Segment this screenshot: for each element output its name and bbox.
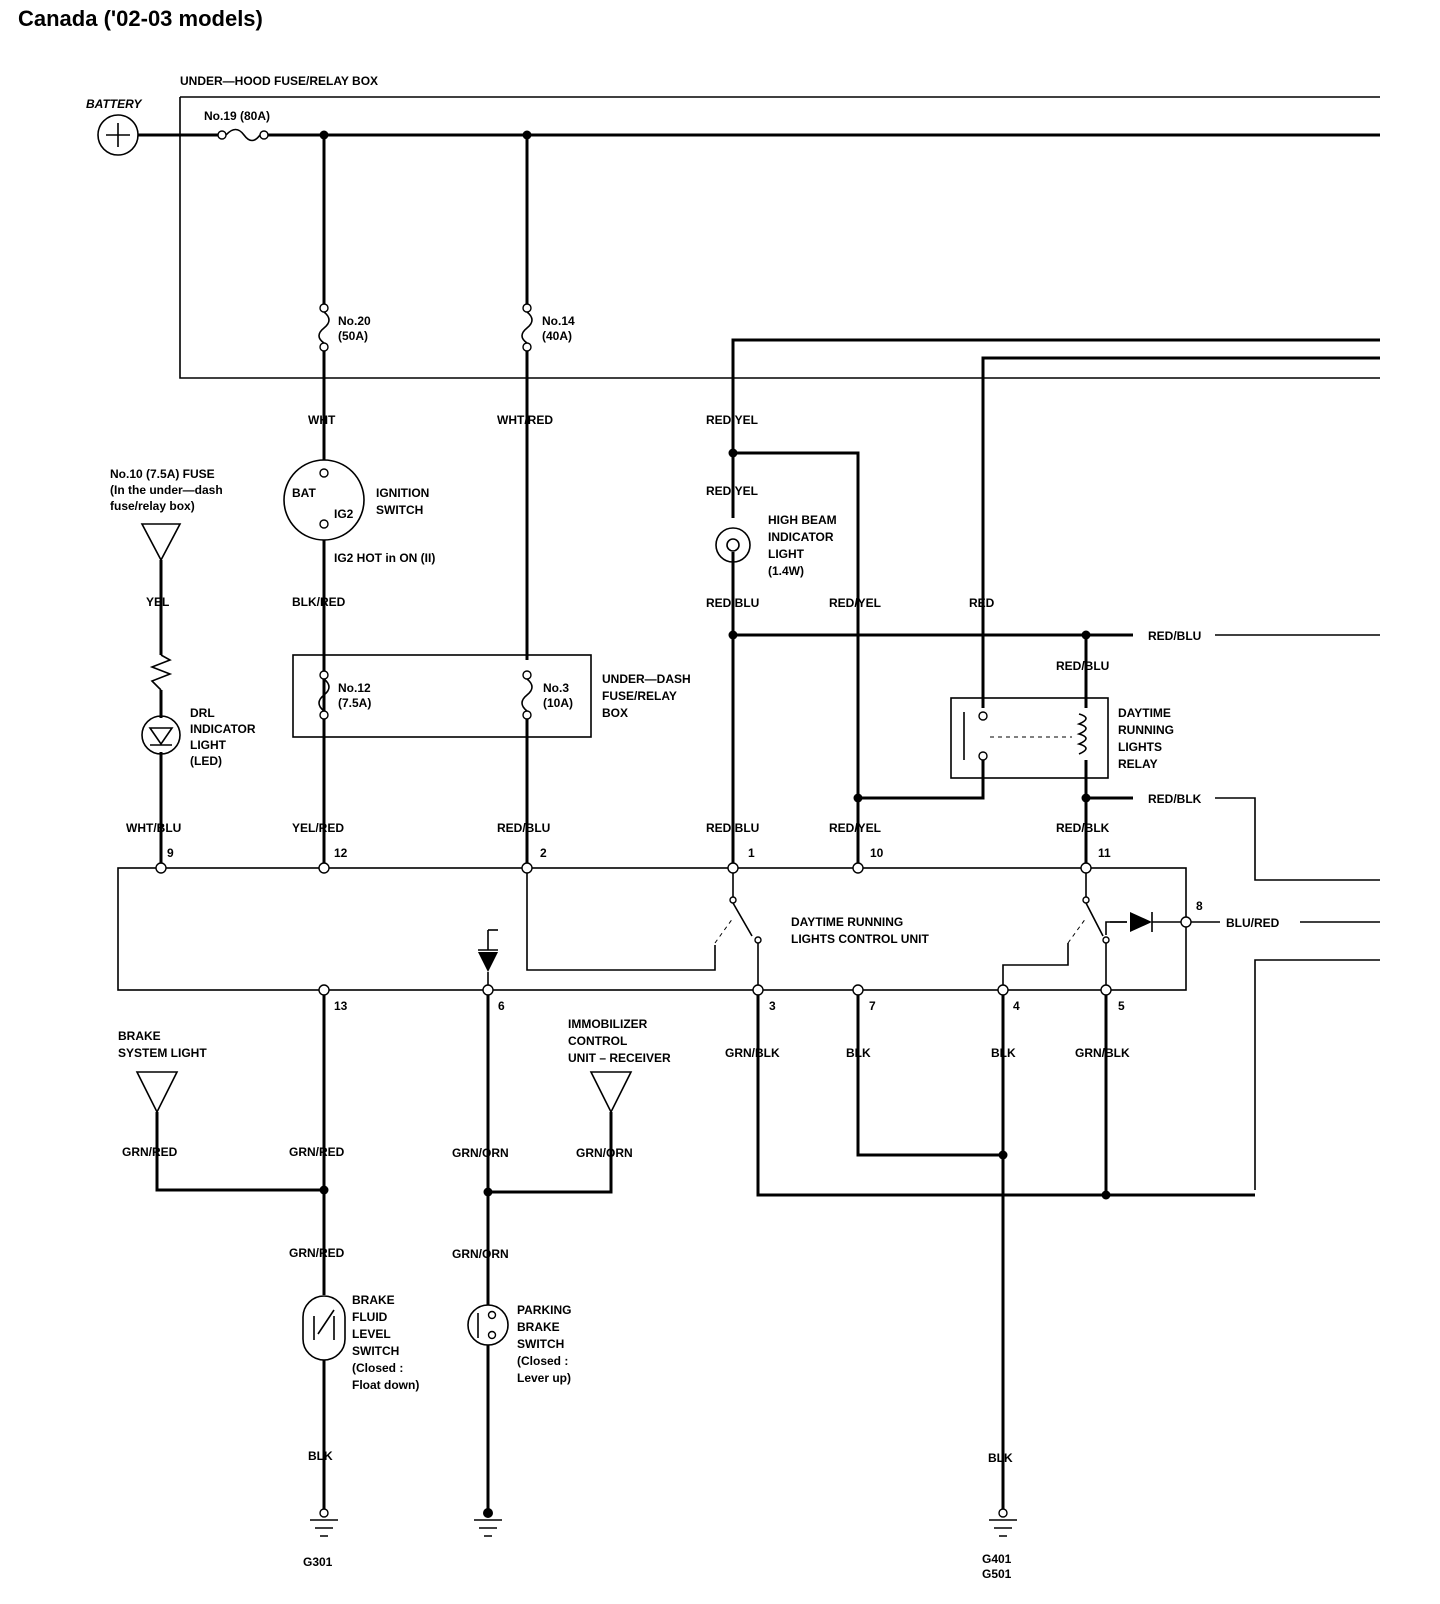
- battery-symbol: [97, 114, 139, 156]
- under-hood-fuse-box: [179, 96, 1380, 379]
- wire-red-blu-relay: RED/BLU: [1056, 659, 1109, 673]
- fuse-14-label: No.14(40A): [542, 314, 575, 343]
- ground-parking-brake: [474, 1519, 502, 1537]
- wire-grn-orn-3: GRN/ORN: [452, 1247, 509, 1261]
- wire-red-blk: RED/BLK: [1056, 821, 1110, 835]
- wire-red-yel-2: RED/YEL: [706, 484, 758, 498]
- wire-red-blu-3: RED/BLU: [706, 821, 759, 835]
- ignition-bat-label: BAT: [292, 486, 316, 500]
- g301-label: G301: [303, 1555, 333, 1569]
- pin-1: 1: [748, 846, 755, 860]
- wire-blk-1: BLK: [846, 1046, 871, 1060]
- ig2-hot-label: IG2 HOT in ON (II): [334, 551, 435, 565]
- wire-red-yel-3: RED/YEL: [829, 596, 881, 610]
- wire-red-blu-2: RED/BLU: [497, 821, 550, 835]
- wire-red-blu-1: RED/BLU: [706, 596, 759, 610]
- battery-label: BATTERY: [86, 97, 143, 111]
- brake-light-connector: [135, 1071, 179, 1114]
- pin-5: 5: [1118, 999, 1125, 1013]
- high-beam-indicator: [715, 527, 751, 563]
- ground-g401: [989, 1508, 1017, 1537]
- under-dash-fuse-box: [292, 654, 592, 738]
- g501-label: G501: [982, 1567, 1012, 1581]
- pin-3: 3: [769, 999, 776, 1013]
- fuse-12: [318, 670, 330, 720]
- wire-blk-red: BLK/RED: [292, 595, 346, 609]
- wire-grn-orn-2: GRN/ORN: [576, 1146, 633, 1160]
- pin-8: 8: [1196, 899, 1203, 913]
- fuse-20: [318, 303, 330, 352]
- wire-wht-blu: WHT/BLU: [126, 821, 181, 835]
- wire-wht-red: WHT/RED: [497, 413, 553, 427]
- drl-control-unit: [117, 867, 1187, 991]
- pin-10: 10: [870, 846, 884, 860]
- wire-yel: YEL: [146, 595, 169, 609]
- g401-label: G401: [982, 1552, 1012, 1566]
- wire-red-blu-bus: RED/BLU: [1148, 629, 1201, 643]
- parking-brake-switch: [467, 1304, 509, 1346]
- wire-grn-red-1: GRN/RED: [122, 1145, 178, 1159]
- wire-grn-orn-1: GRN/ORN: [452, 1146, 509, 1160]
- drl-indicator-led: [141, 715, 181, 755]
- pin-12: 12: [334, 846, 348, 860]
- wire-grn-red-3: GRN/RED: [289, 1246, 345, 1260]
- fuse-3-label: No.3(10A): [543, 681, 573, 710]
- pin-2: 2: [540, 846, 547, 860]
- ground-g301: [310, 1508, 338, 1537]
- fuse-12-label: No.12(7.5A): [338, 681, 371, 710]
- wire-red-blk-relay: RED/BLK: [1148, 792, 1202, 806]
- wire-blu-red: BLU/RED: [1226, 916, 1280, 930]
- wire-red-yel-4: RED/YEL: [829, 821, 881, 835]
- top-pin-terminals: [155, 862, 1092, 874]
- pin-4: 4: [1013, 999, 1020, 1013]
- wire-blk-g401: BLK: [988, 1451, 1013, 1465]
- fuse-10-connector: [140, 523, 182, 562]
- control-switch-2: [1002, 873, 1127, 985]
- wire-grn-red-2: GRN/RED: [289, 1145, 345, 1159]
- wire-red-yel-1: RED/YEL: [706, 413, 758, 427]
- output-diode: [1110, 912, 1192, 932]
- wire-grn-blk-2: GRN/BLK: [1075, 1046, 1130, 1060]
- drl-resistor: [149, 654, 173, 691]
- fuse-20-label: No.20(50A): [338, 314, 371, 343]
- ignition-ig2-label: IG2: [334, 507, 354, 521]
- wire-blk-2: BLK: [991, 1046, 1016, 1060]
- page-title: Canada ('02-03 models): [18, 6, 263, 31]
- pin-6-diode: [478, 929, 498, 985]
- ignition-switch: [283, 459, 365, 541]
- fuse-14: [521, 303, 533, 352]
- wire-grn-blk-1: GRN/BLK: [725, 1046, 780, 1060]
- wire-red: RED: [969, 596, 995, 610]
- under-hood-box-label: UNDER—HOOD FUSE/RELAY BOX: [180, 74, 378, 88]
- drl-relay: [950, 697, 1109, 779]
- fuse-19-label: No.19 (80A): [204, 109, 270, 123]
- brake-fluid-switch: [302, 1295, 346, 1361]
- pin-9: 9: [167, 846, 174, 860]
- wire-blk-g301: BLK: [308, 1449, 333, 1463]
- pin-7: 7: [869, 999, 876, 1013]
- pin-13: 13: [334, 999, 348, 1013]
- pin-6: 6: [498, 999, 505, 1013]
- control-switch-1: [714, 873, 762, 985]
- pin-11: 11: [1098, 846, 1111, 860]
- fuse-3: [521, 670, 533, 720]
- wire-yel-red: YEL/RED: [292, 821, 344, 835]
- immobilizer-connector: [589, 1071, 633, 1114]
- fuse-19: [217, 128, 269, 142]
- wire-wht: WHT: [308, 413, 336, 427]
